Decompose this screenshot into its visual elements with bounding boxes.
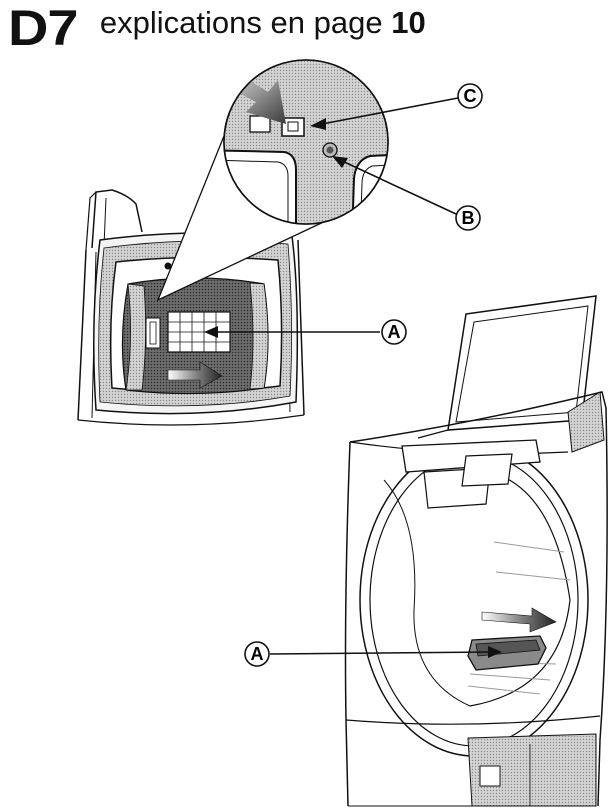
callout-b-label: B	[462, 208, 475, 228]
page-number: 10	[391, 5, 426, 40]
page-header: D7 explications en page 10	[8, 2, 426, 58]
callout-c: C	[457, 83, 483, 109]
callout-a-bottom-label: A	[251, 644, 264, 664]
callout-leaders	[204, 97, 502, 658]
drum-flap-grid	[167, 311, 231, 353]
callout-b: B	[455, 205, 481, 231]
callout-a-top-label: A	[388, 322, 401, 342]
callout-a-bottom: A	[244, 641, 270, 667]
callout-a-top: A	[381, 319, 407, 345]
instruction-reference: explications en page 10	[100, 3, 426, 43]
step-code: D7	[8, 0, 78, 56]
top-loader-machine	[77, 189, 305, 426]
instruction-prefix: explications en page	[99, 5, 383, 40]
front-loader-machine	[344, 295, 608, 807]
callout-c-label: C	[464, 86, 477, 106]
zoom-detail	[223, 59, 389, 225]
